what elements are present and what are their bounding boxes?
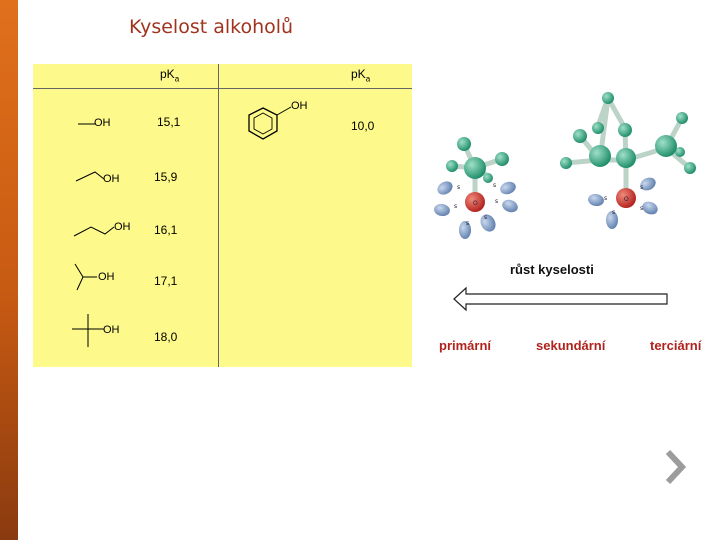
pka-header-left: pKa (160, 67, 180, 84)
svg-text:s: s (640, 184, 643, 191)
class-label-primary: primární (439, 338, 492, 353)
svg-text:s: s (612, 209, 615, 216)
solvation-figure: O sss sss (434, 92, 696, 312)
tert-butanol-pka: 18,0 (154, 330, 178, 344)
phenol-structure (248, 106, 292, 140)
table-header-divider (33, 88, 412, 89)
tert-butanol-structure (72, 314, 104, 347)
svg-text:s: s (493, 182, 496, 189)
tertiary-alkoxide-model: O ss ss (560, 92, 696, 229)
methanol-oh-label: OH (94, 117, 111, 129)
ethanol-pka: 15,9 (154, 170, 178, 184)
tert-butanol-oh-label: OH (103, 324, 120, 336)
svg-text:O: O (473, 200, 478, 207)
slide-title: Kyselost alkoholů (129, 16, 294, 38)
isopropanol-pka: 17,1 (154, 274, 178, 288)
svg-text:O: O (624, 196, 629, 203)
isopropanol-oh-label: OH (98, 271, 115, 283)
svg-text:s: s (457, 184, 460, 191)
svg-text:s: s (640, 205, 643, 212)
primary-alkoxide-model: O s s s s s s (434, 137, 518, 239)
pka-table: pKa pKa OH 15,1 OH 15,9 OH 16,1 OH 17,1 … (33, 64, 412, 367)
slide-accent-bar (0, 0, 18, 540)
svg-text:s: s (466, 220, 469, 227)
class-label-tertiary: terciární (650, 338, 702, 353)
svg-text:s: s (604, 195, 607, 202)
svg-text:s: s (495, 198, 498, 205)
methanol-structure (78, 123, 95, 125)
methanol-pka: 15,1 (157, 115, 181, 129)
acidity-trend-label: růst kyselosti (510, 262, 594, 277)
ethanol-structure (75, 171, 105, 182)
chevron-right-icon[interactable] (662, 448, 688, 486)
table-column-divider (218, 64, 219, 367)
propanol-structure (73, 226, 115, 237)
acidity-trend-arrow (453, 286, 668, 312)
phenol-oh-label: OH (291, 100, 308, 112)
propanol-oh-label: OH (114, 221, 131, 233)
svg-text:s: s (484, 214, 487, 221)
svg-text:s: s (454, 203, 457, 210)
isopropanol-structure (74, 263, 97, 291)
ethanol-oh-label: OH (103, 173, 120, 185)
propanol-pka: 16,1 (154, 223, 178, 237)
phenol-pka: 10,0 (351, 119, 375, 133)
pka-header-right: pKa (351, 67, 371, 84)
class-label-secondary: sekundární (536, 338, 606, 353)
